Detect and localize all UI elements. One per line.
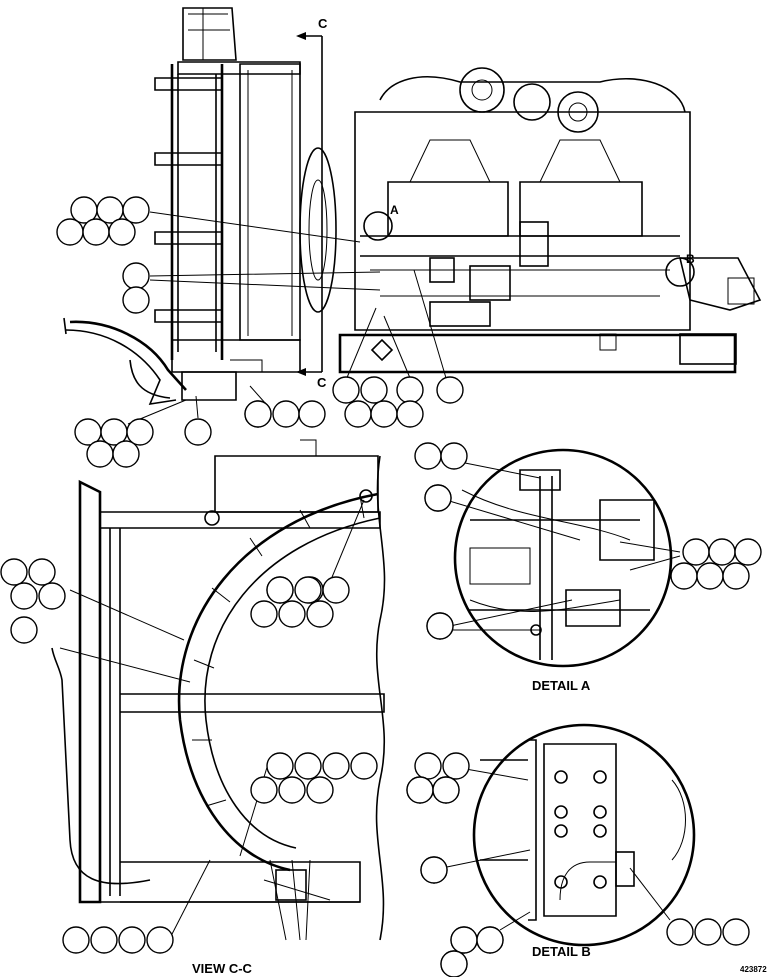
detail-a-marker: A	[390, 203, 399, 217]
leader-lines-top	[127, 211, 447, 425]
callout-bubble	[146, 926, 174, 954]
callout-bubble	[278, 776, 306, 804]
callout-bubble	[118, 926, 146, 954]
figure-id: 423872	[740, 965, 767, 974]
callout-bubble	[322, 752, 350, 780]
callout-bubble	[414, 752, 442, 780]
callout-bubble	[108, 218, 136, 246]
callout-bubble	[266, 576, 294, 604]
callout-bubble	[332, 376, 360, 404]
hose-routing	[63, 317, 187, 406]
callout-bubble	[278, 600, 306, 628]
callout-bubble	[250, 776, 278, 804]
callout-bubble	[10, 582, 38, 610]
callout-bubbles	[0, 196, 762, 977]
callout-bubble	[112, 440, 140, 468]
leader-lines-detail-b	[441, 767, 671, 931]
callout-bubble	[396, 376, 424, 404]
callout-bubble	[294, 576, 322, 604]
callout-bubble	[442, 752, 470, 780]
radiator-assembly	[154, 7, 337, 401]
detail-b-marker: B	[686, 252, 695, 266]
callout-bubble	[250, 600, 278, 628]
callout-bubble	[244, 400, 272, 428]
callout-bubble	[370, 400, 398, 428]
callout-bubble	[406, 776, 434, 804]
callout-bubble	[424, 484, 452, 512]
callout-bubble	[322, 576, 350, 604]
callout-bubble	[122, 196, 150, 224]
callout-bubble	[722, 918, 750, 946]
callout-bubble	[306, 600, 334, 628]
callout-bubble	[266, 752, 294, 780]
callout-bubble	[708, 538, 736, 566]
callout-bubble	[414, 442, 442, 470]
callout-bubble	[432, 776, 460, 804]
callout-bubble	[426, 612, 454, 640]
callout-bubble	[476, 926, 504, 954]
detail-b-view: DETAIL B	[472, 723, 696, 959]
callout-bubble	[122, 286, 150, 314]
section-cut-marker-c: C C	[296, 16, 328, 390]
detail-a-title: DETAIL A	[532, 678, 591, 693]
callout-bubble	[436, 376, 464, 404]
detail-b-title: DETAIL B	[532, 944, 591, 959]
callout-bubble	[360, 376, 388, 404]
callout-bubble	[126, 418, 154, 446]
callout-bubble	[306, 776, 334, 804]
callout-bubble	[344, 400, 372, 428]
callout-bubble	[722, 562, 750, 590]
callout-bubble	[298, 400, 326, 428]
callout-bubble	[28, 558, 56, 586]
detail-a-view: DETAIL A	[453, 448, 673, 693]
callout-bubble	[184, 418, 212, 446]
section-label-c-top: C	[318, 16, 328, 31]
view-cc-title: VIEW C-C	[192, 961, 253, 976]
callout-bubble	[90, 926, 118, 954]
callout-bubble	[682, 538, 710, 566]
callout-bubble	[86, 440, 114, 468]
view-cc-drawing: VIEW C-C	[51, 439, 386, 976]
callout-bubble	[62, 926, 90, 954]
callout-bubble	[350, 752, 378, 780]
callout-bubble	[420, 856, 448, 884]
callout-bubble	[38, 582, 66, 610]
callout-bubble	[294, 752, 322, 780]
callout-bubble	[396, 400, 424, 428]
leader-lines-detail-a	[445, 461, 681, 631]
callout-bubble	[696, 562, 724, 590]
callout-bubble	[666, 918, 694, 946]
callout-bubble	[82, 218, 110, 246]
detail-markers: A B	[363, 203, 695, 287]
callout-bubble	[122, 262, 150, 290]
leader-lines-view-cc	[59, 499, 365, 939]
callout-bubble	[440, 442, 468, 470]
engine-assembly	[338, 67, 762, 374]
callout-bubble	[694, 918, 722, 946]
callout-bubble	[10, 616, 38, 644]
callout-bubble	[0, 558, 28, 586]
callout-bubble	[56, 218, 84, 246]
callout-bubble	[272, 400, 300, 428]
callout-bubble	[734, 538, 762, 566]
callout-bubble	[670, 562, 698, 590]
callout-bubble	[440, 950, 468, 977]
callout-bubble	[450, 926, 478, 954]
section-label-c-bottom: C	[317, 375, 327, 390]
